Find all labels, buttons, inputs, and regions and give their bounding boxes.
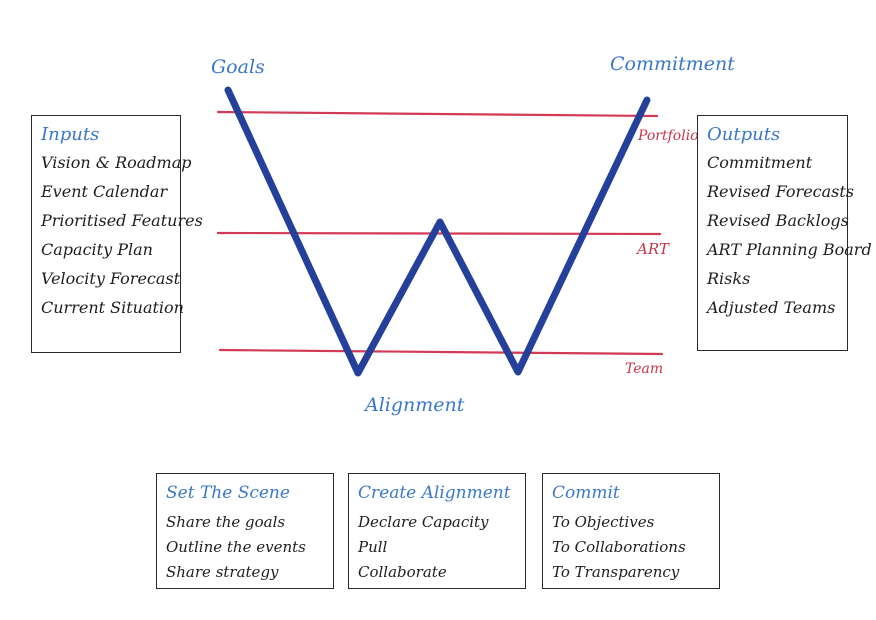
outputs-box: Outputs Commitment Revised Forecasts Rev… <box>697 115 872 351</box>
set-the-scene-box: Set The Scene Share the goals Outline th… <box>156 473 334 589</box>
create-alignment-box: Create Alignment Declare Capacity Pull C… <box>348 473 526 589</box>
outputs-item: Revised Backlogs <box>707 211 849 230</box>
alignment-label: Alignment <box>365 394 465 416</box>
goals-label: Goals <box>211 56 265 78</box>
inputs-item: Prioritised Features <box>41 211 203 230</box>
outputs-item: ART Planning Board <box>707 240 872 259</box>
stage-item: To Objectives <box>552 513 655 531</box>
stage-item: Share the goals <box>166 513 286 531</box>
outputs-item: Risks <box>707 269 751 288</box>
inputs-item: Vision & Roadmap <box>41 153 192 172</box>
stage-item: Share strategy <box>166 563 279 581</box>
stage-item: Pull <box>358 538 388 556</box>
outputs-item: Revised Forecasts <box>707 182 855 201</box>
team-level-line <box>218 348 664 356</box>
inputs-item: Current Situation <box>41 298 184 317</box>
portfolio-level-line <box>216 110 659 118</box>
stage-item: Collaborate <box>358 563 447 581</box>
art-level-line <box>216 231 662 236</box>
team-level-label: Team <box>625 361 664 377</box>
commit-box: Commit To Objectives To Collaborations T… <box>542 473 720 589</box>
stage-item: Outline the events <box>166 538 306 556</box>
portfolio-level-label: Portfolio <box>638 128 699 144</box>
commitment-label: Commitment <box>610 53 735 75</box>
outputs-title: Outputs <box>707 124 781 145</box>
stage-item: To Collaborations <box>552 538 686 556</box>
inputs-box: Inputs Vision & Roadmap Event Calendar P… <box>31 115 203 353</box>
w-shape-line <box>224 86 651 377</box>
stage-title: Commit <box>552 483 620 503</box>
inputs-item: Velocity Forecast <box>41 269 181 288</box>
outputs-item: Commitment <box>707 153 813 172</box>
inputs-item: Capacity Plan <box>41 240 153 259</box>
stage-item: To Transparency <box>552 563 680 581</box>
inputs-title: Inputs <box>41 124 100 145</box>
stage-title: Set The Scene <box>166 483 290 503</box>
art-level-label: ART <box>637 240 669 258</box>
inputs-item: Event Calendar <box>41 182 168 201</box>
stage-item: Declare Capacity <box>358 513 489 531</box>
stage-title: Create Alignment <box>358 483 511 503</box>
outputs-item: Adjusted Teams <box>707 298 836 317</box>
